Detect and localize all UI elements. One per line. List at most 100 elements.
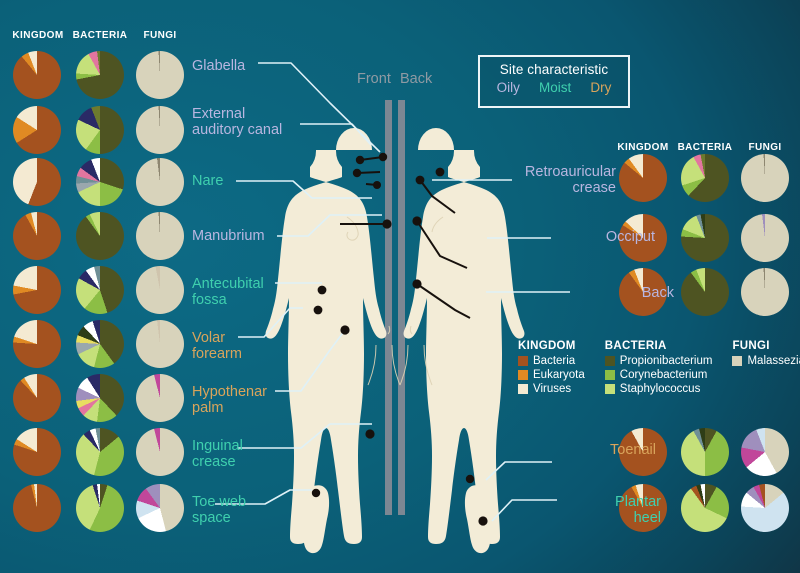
legend-entry: Staphylococcus [604,383,713,395]
site-characteristic-legend: Site characteristic Oily Moist Dry [478,55,630,108]
pie-bacteria-occiput [681,214,729,262]
legend-group-title: FUNGI [732,340,770,352]
legend-group-fungi: FUNGI Malassezia [732,340,800,397]
pie-kingdom-back [619,268,667,316]
site-label-inguinal-crease[interactable]: Inguinal crease [192,438,243,470]
legend-entry-label: Bacteria [533,355,576,367]
pie-fungi-nare [136,158,184,206]
pie-kingdom-nare [13,158,61,206]
column-header-bacteria-right: BACTERIA [677,142,733,153]
legend-swatch-icon [604,384,615,394]
legend-entry: Propionibacterium [604,355,713,367]
legend-entry: Eukaryota [518,369,585,381]
legend-entry-label: Staphylococcus [619,383,701,395]
pie-fungi-hypothenar-palm [136,374,184,422]
pie-fungi-occiput [741,214,789,262]
pie-kingdom-occiput [619,214,667,262]
legend-entry-label: Eukaryota [533,369,585,381]
legend-entry-label: Propionibacterium [619,355,713,367]
pie-kingdom-external-auditory-canal [13,106,61,154]
pie-kingdom-inguinal-crease [13,428,61,476]
legend-swatch-icon [604,370,615,380]
site-label-external-auditory-canal[interactable]: External auditory canal [192,106,283,138]
pie-fungi-external-auditory-canal [136,106,184,154]
column-header-fungi-right: FUNGI [748,142,782,153]
front-label: Front [357,71,391,87]
back-label: Back [400,71,433,87]
pie-fungi-plantar-heel [741,484,789,532]
pie-fungi-back [741,268,789,316]
pie-bacteria-inguinal-crease [76,428,124,476]
site-label-toe-web-space[interactable]: Toe web space [192,494,247,526]
site-label-manubrium[interactable]: Manubrium [192,228,265,244]
site-characteristic-title: Site characteristic [499,62,609,77]
pie-kingdom-toenail [619,428,667,476]
legend-swatch-icon [604,356,615,366]
site-label-occiput[interactable]: Occiput [605,229,655,245]
pie-kingdom-toe-web-space [13,484,61,532]
pie-kingdom-retroauricular-crease [619,154,667,202]
pie-bacteria-antecubital-fossa [76,266,124,314]
legend-swatch-icon [518,384,528,394]
site-label-retroauricular-crease[interactable]: Retroauricular crease [524,164,616,196]
legend-dry: Dry [590,80,612,95]
pie-bacteria-toenail [681,428,729,476]
pie-bacteria-glabella [76,51,124,99]
pie-fungi-manubrium [136,212,184,260]
legend-group-title: KINGDOM [518,340,576,352]
pie-bacteria-hypothenar-palm [76,374,124,422]
pie-kingdom-glabella [13,51,61,99]
legend-moist: Moist [538,80,572,95]
pie-bacteria-external-auditory-canal [76,106,124,154]
legend-entry-label: Viruses [533,383,572,395]
legend-entry-label: Malassezia [747,355,800,367]
site-label-toenail[interactable]: Toenail [610,442,656,458]
legend-entry: Viruses [518,383,585,395]
column-header-bacteria-left: BACTERIA [72,30,128,41]
column-header-kingdom-left: KINGDOM [12,30,64,41]
pie-bacteria-volar-forearm [76,320,124,368]
site-characteristic-items: Oily Moist Dry [480,80,628,95]
legend-swatch-icon [518,370,528,380]
column-header-fungi-left: FUNGI [143,30,177,41]
column-header-kingdom-right: KINGDOM [617,142,669,153]
legend-entry: Corynebacterium [604,369,713,381]
site-label-antecubital-fossa[interactable]: Antecubital fossa [192,276,264,308]
pie-bacteria-nare [76,158,124,206]
legend-entry: Bacteria [518,355,585,367]
pie-kingdom-volar-forearm [13,320,61,368]
legend-entry-label: Corynebacterium [619,369,708,381]
pie-fungi-toe-web-space [136,484,184,532]
site-label-glabella[interactable]: Glabella [192,58,246,74]
site-label-hypothenar-palm[interactable]: Hypothenar palm [192,384,267,416]
pie-fungi-retroauricular-crease [741,154,789,202]
legend-oily: Oily [496,80,520,95]
site-label-back[interactable]: Back [641,285,674,301]
front-back-divider-left [385,100,392,515]
pie-fungi-glabella [136,51,184,99]
pie-bacteria-manubrium [76,212,124,260]
pie-kingdom-plantar-heel [619,484,667,532]
site-label-plantar-heel[interactable]: Plantar heel [615,494,661,526]
pie-fungi-toenail [741,428,789,476]
pie-fungi-antecubital-fossa [136,266,184,314]
front-back-divider-right [398,100,405,515]
pie-bacteria-toe-web-space [76,484,124,532]
site-label-nare[interactable]: Nare [192,173,224,189]
pie-kingdom-hypothenar-palm [13,374,61,422]
pie-fungi-inguinal-crease [136,428,184,476]
legend-swatch-icon [732,356,743,366]
site-label-volar-forearm[interactable]: Volar forearm [192,330,242,362]
pie-fungi-volar-forearm [136,320,184,368]
pie-bacteria-retroauricular-crease [681,154,729,202]
pie-bacteria-back [681,268,729,316]
legend-swatch-icon [518,356,528,366]
pie-kingdom-manubrium [13,212,61,260]
pie-bacteria-plantar-heel [681,484,729,532]
pie-kingdom-antecubital-fossa [13,266,61,314]
legend-entry: Malassezia [732,355,800,367]
